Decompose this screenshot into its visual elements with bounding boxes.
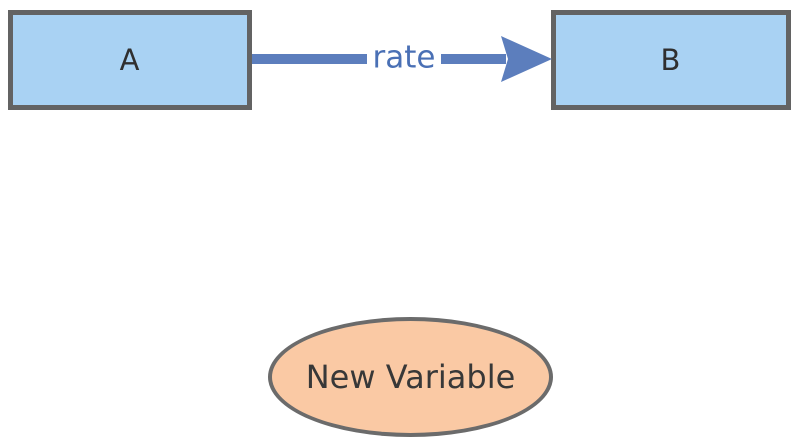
stock-b-box[interactable]: B xyxy=(551,10,791,110)
new-variable-label: New Variable xyxy=(305,358,516,396)
stock-b-label: B xyxy=(660,43,682,77)
flow-rate-label[interactable]: rate xyxy=(372,39,436,76)
stock-a-label: A xyxy=(119,43,141,77)
stock-a-box[interactable]: A xyxy=(8,10,252,110)
new-variable-ellipse[interactable]: New Variable xyxy=(268,317,553,437)
flow-arrowhead-icon xyxy=(501,36,552,82)
